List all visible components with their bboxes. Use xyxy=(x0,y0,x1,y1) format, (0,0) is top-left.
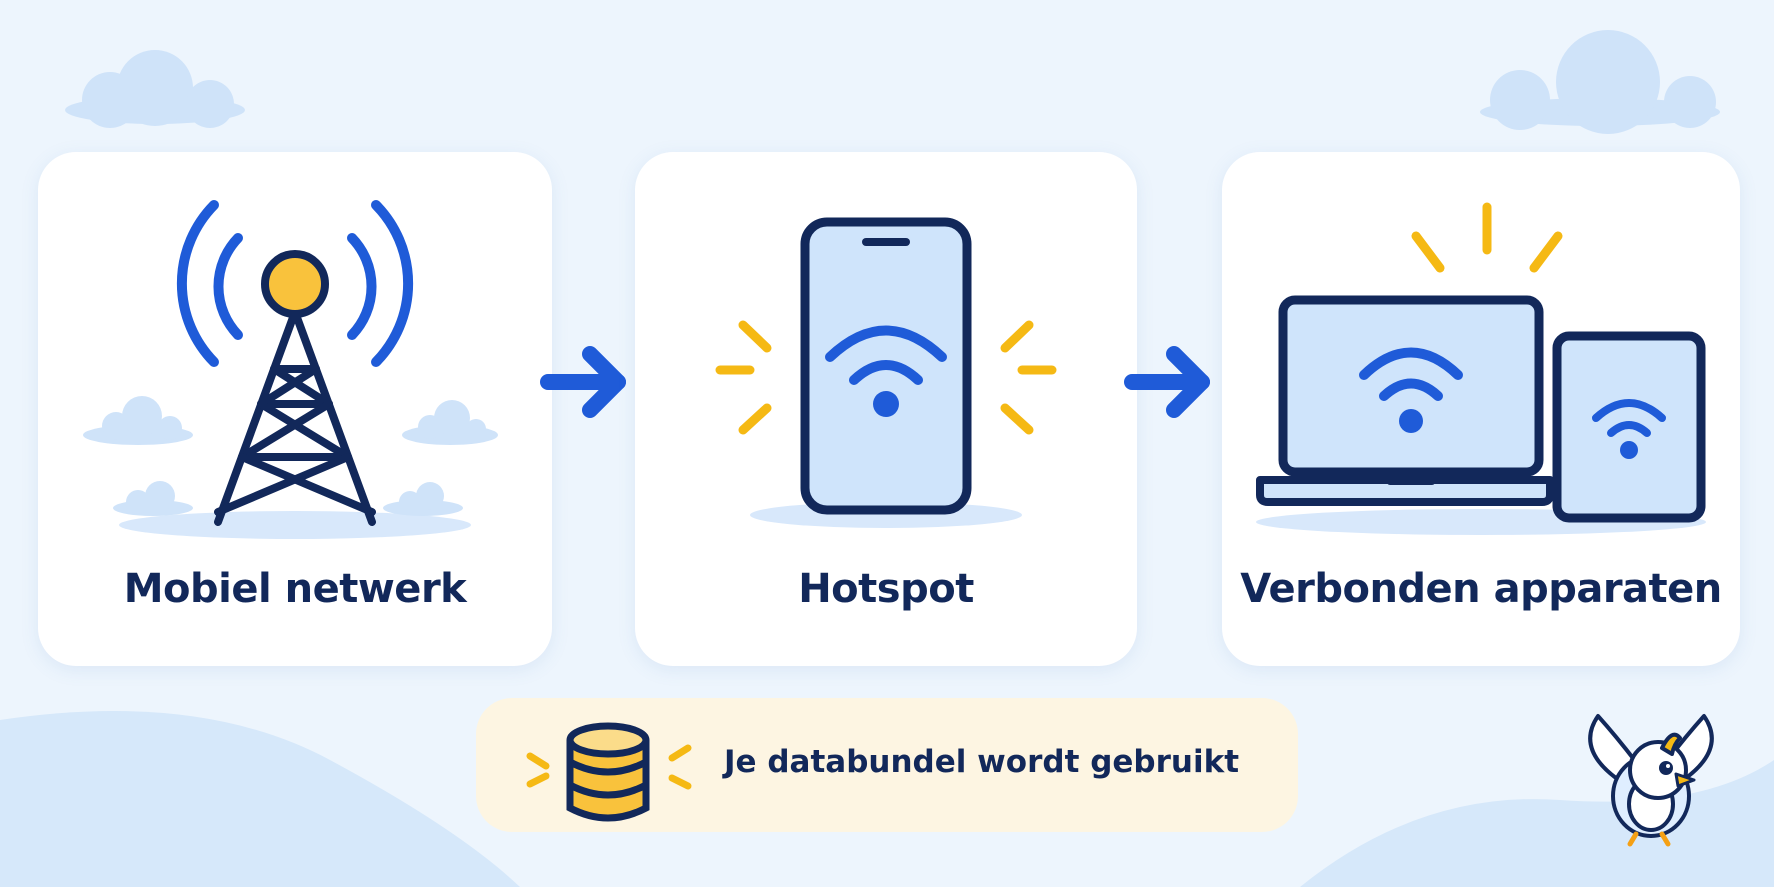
step-card-hotspot: Hotspot xyxy=(635,152,1137,666)
database-icon xyxy=(526,722,692,822)
cloud-icon xyxy=(65,50,245,128)
step-label: Hotspot xyxy=(798,566,974,612)
banner-text: Je databundel wordt gebruikt xyxy=(724,744,1240,780)
arrow-right-icon xyxy=(1124,346,1210,418)
step-label: Verbonden apparaten xyxy=(1240,566,1722,612)
cell-tower-icon xyxy=(83,200,498,539)
data-usage-banner: Je databundel wordt gebruikt xyxy=(476,698,1298,832)
laptop-tablet-icon xyxy=(1256,202,1706,535)
smartphone-hotspot-icon xyxy=(715,217,1057,528)
arrow-right-icon xyxy=(540,346,626,418)
step-card-mobile-network: Mobiel netwerk xyxy=(38,152,552,666)
step-label: Mobiel netwerk xyxy=(123,566,467,612)
bird-mascot-icon xyxy=(1588,714,1714,847)
step-card-connected-devices: Verbonden apparaten xyxy=(1222,152,1740,666)
cloud-icon xyxy=(1480,30,1720,134)
